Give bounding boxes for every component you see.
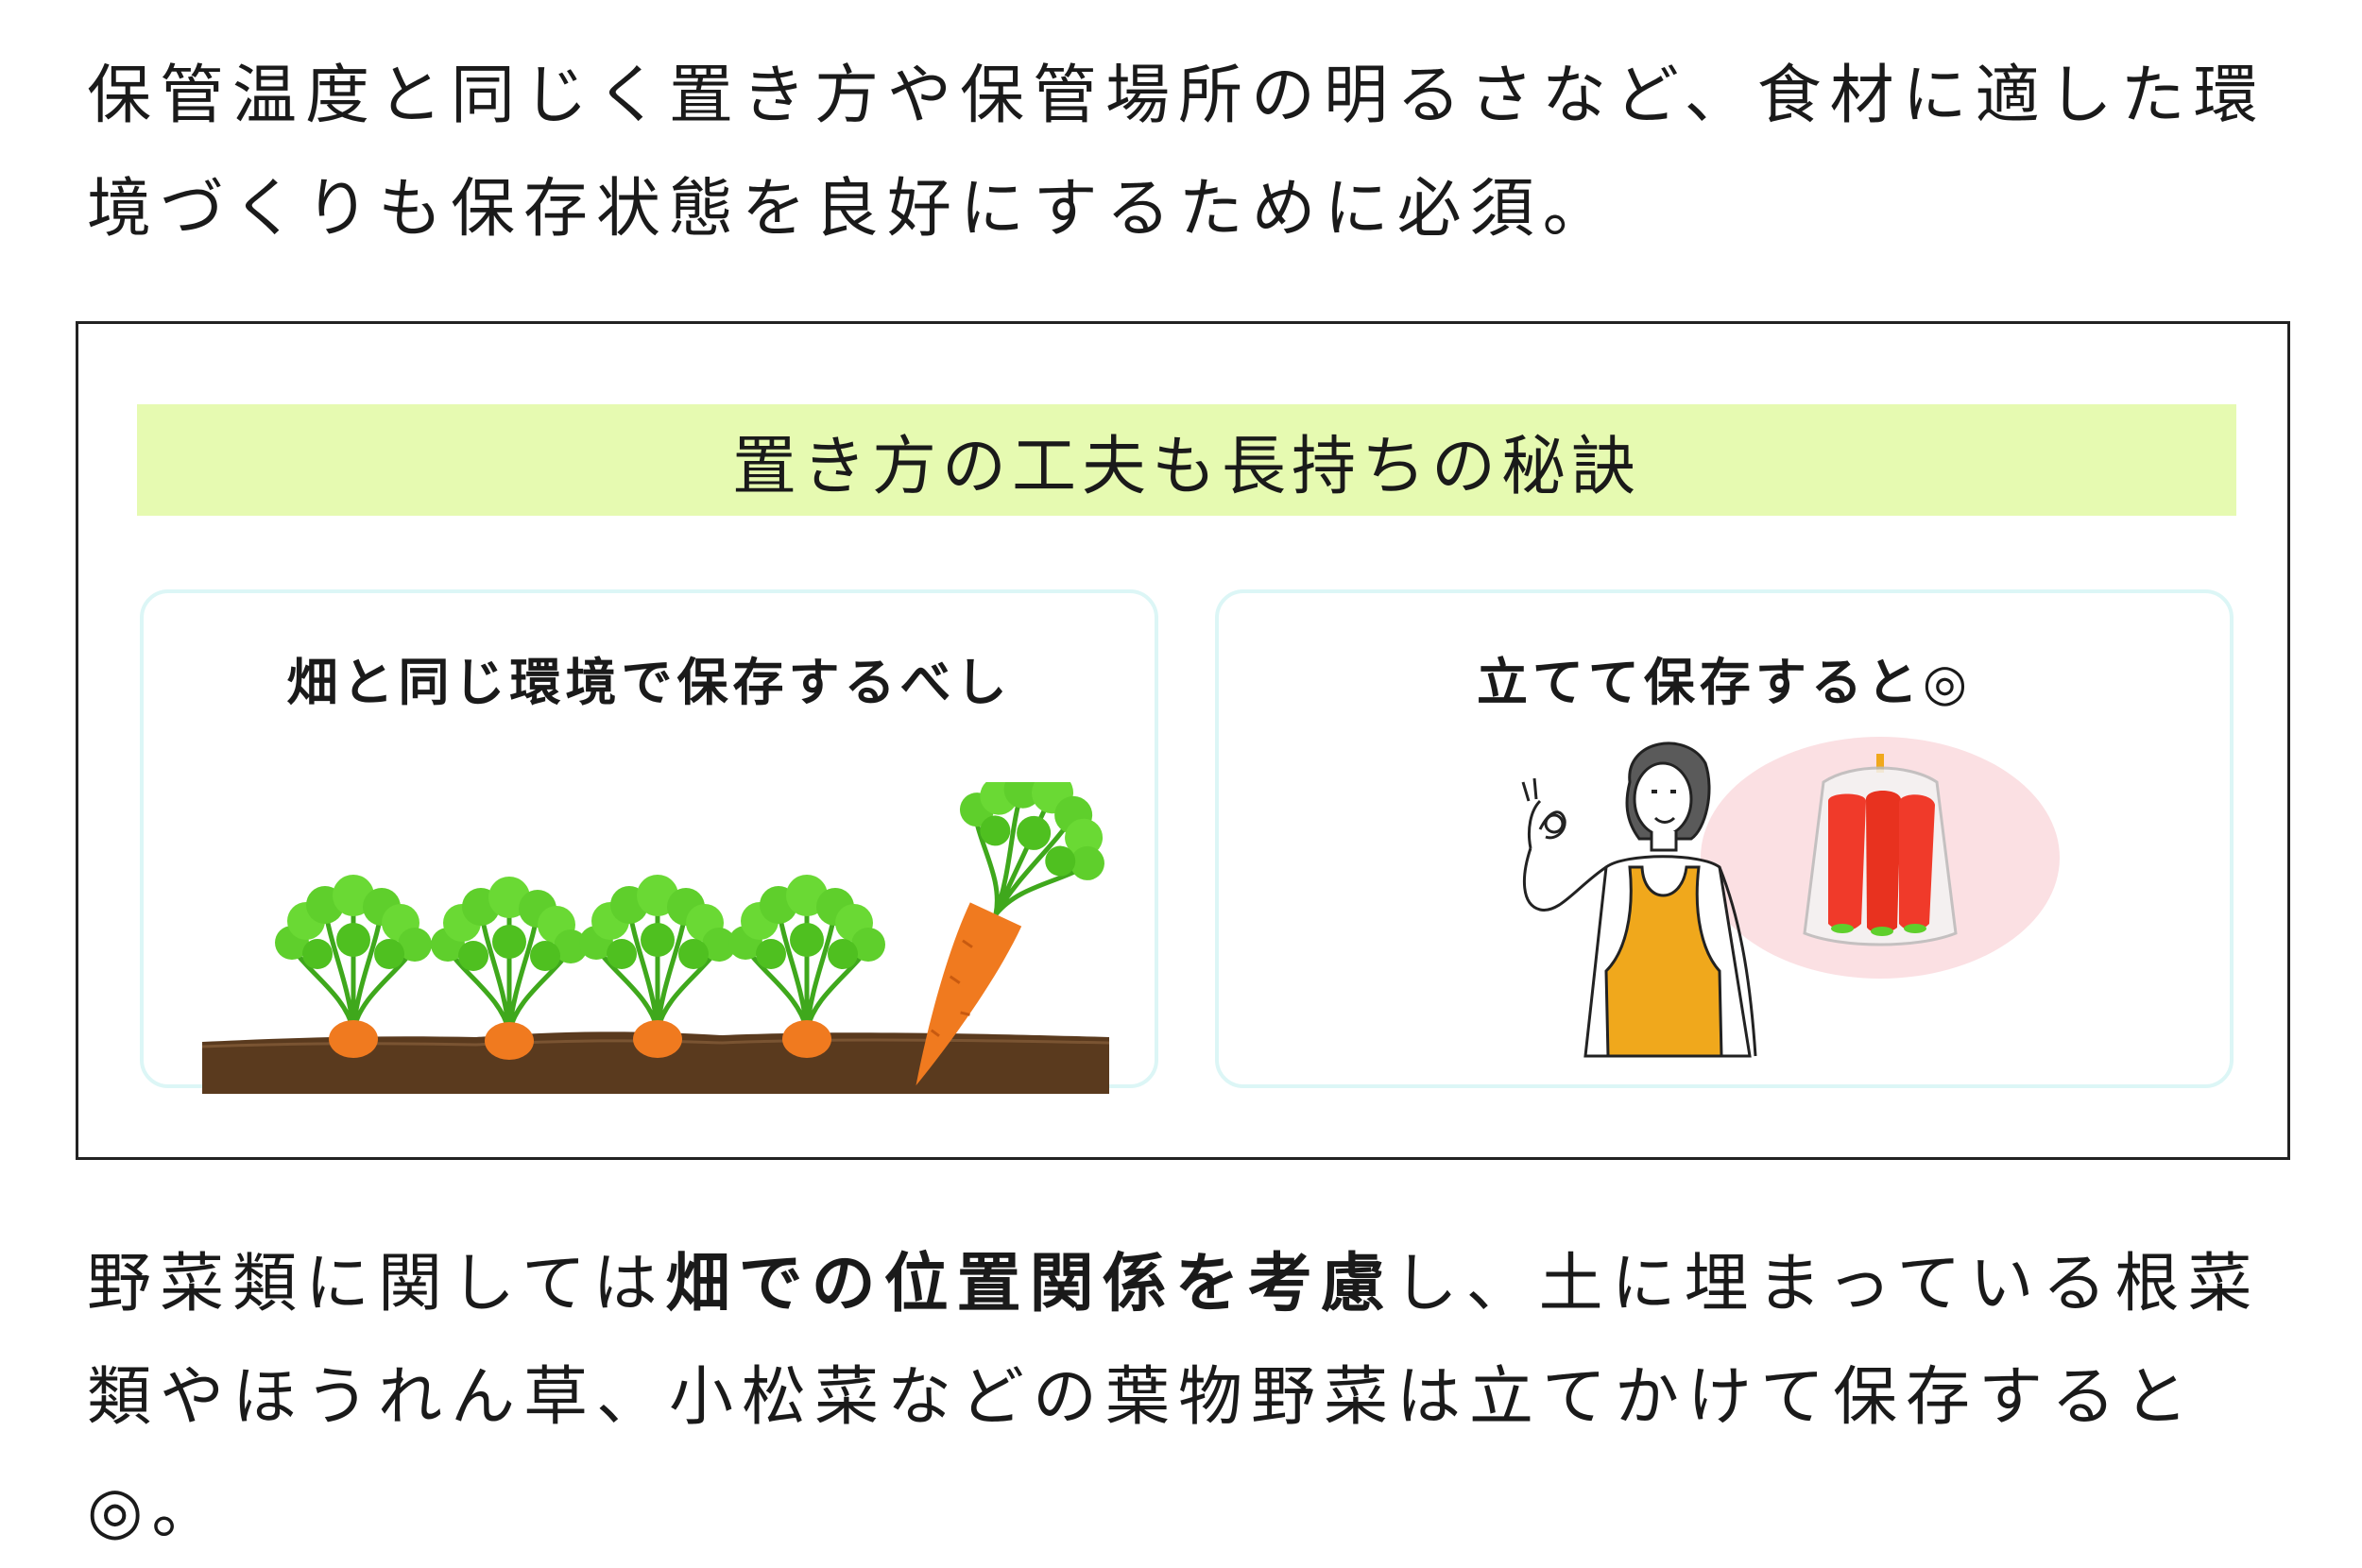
outro-emphasis: 畑での位置関係を考慮 (665, 1247, 1394, 1321)
outro-paragraph: 野菜類に関しては畑での位置関係を考慮し、土に埋まっている根菜 類やほうれん草、小… (87, 1228, 2298, 1568)
carrot-field-illustration (201, 782, 1119, 1094)
card-left-title: 畑と同じ環境で保存するべし (286, 653, 1012, 712)
outro-line-2: 類やほうれん草、小松菜などの葉物野菜は立てかけて保存すると◎。 (87, 1360, 2198, 1548)
carrot-bag-icon (1803, 754, 1958, 946)
outro-line-1-end: し、土に埋まっている根菜 (1393, 1247, 2261, 1321)
tips-panel (76, 321, 2290, 1160)
panel-heading: 置き方の工夫も長持ちの秘訣 (731, 429, 1641, 504)
intro-line-1: 保管温度と同じく置き方や保管場所の明るさなど、食材に適した環 (87, 59, 2267, 133)
card-right-title: 立てて保存すると◎ (1476, 653, 1973, 712)
intro-paragraph: 保管温度と同じく置き方や保管場所の明るさなど、食材に適した環 境づくりも保存状態… (87, 40, 2298, 266)
woman-with-carrot-bag-illustration (1521, 737, 2060, 1058)
intro-line-2: 境づくりも保存状態を良好にするために必須。 (87, 172, 1616, 247)
outro-line-1: 野菜類に関しては畑での位置関係を考慮し、土に埋まっている根菜 (87, 1228, 2298, 1341)
card-standing-storage: 立てて保存すると◎ (1215, 589, 2234, 1088)
panel-heading-banner: 置き方の工夫も長持ちの秘訣 (137, 404, 2236, 516)
woman-icon (1521, 741, 1757, 1058)
outro-line-1-start: 野菜類に関しては (87, 1247, 666, 1321)
card-field-environment: 畑と同じ環境で保存するべし (140, 589, 1158, 1094)
